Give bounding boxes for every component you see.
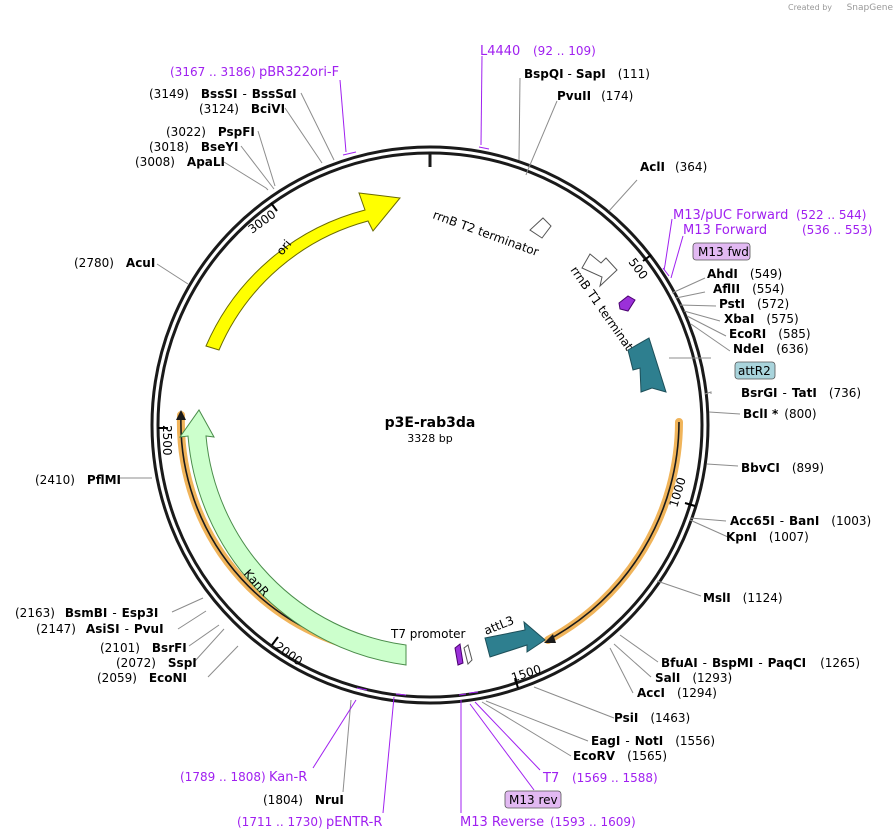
attl3-feature[interactable]: [484, 620, 546, 658]
site-apali[interactable]: (3008)ApaLI: [135, 155, 225, 169]
m13-rev-box-label: M13 rev: [509, 793, 558, 807]
site-xbai[interactable]: XbaI(575): [724, 312, 799, 326]
m13-reverse-name[interactable]: M13 Reverse: [460, 815, 544, 830]
pbr322ori-f-range: (3167 .. 3186): [170, 65, 256, 79]
site-acli[interactable]: AclI(364): [640, 160, 707, 174]
l4440-line: [480, 55, 483, 146]
site-acci[interactable]: AccI(1294): [637, 686, 717, 700]
tick-2000: [271, 636, 279, 646]
site-aflii[interactable]: AflII(554): [713, 282, 784, 296]
site-acc65i-bani[interactable]: Acc65I-BanI(1003): [730, 514, 871, 528]
pentr-r-range: (1711 .. 1730): [237, 815, 323, 829]
right-orf-highlight: [544, 418, 683, 644]
pbr322ori-f-name[interactable]: pBR322ori-F: [259, 65, 339, 80]
plasmid-backbone: [150, 145, 710, 705]
attr2-label: attR2: [738, 364, 771, 378]
leader-bspqi: [518, 77, 521, 161]
rrnb-t2-label: rrnB T2 terminator: [431, 208, 541, 259]
m13-puc-forward-name[interactable]: M13/pUC Forward: [673, 208, 788, 223]
lac-operator-feature[interactable]: [618, 295, 636, 312]
m13-fwd-box-label: M13 fwd: [698, 245, 749, 259]
site-acui[interactable]: (2780)AcuI: [74, 256, 155, 270]
site-psii[interactable]: PsiI(1463): [614, 711, 690, 725]
site-eagi-noti[interactable]: EagI-NotI(1556): [591, 734, 715, 748]
site-pvuii[interactable]: PvuII(174): [557, 89, 633, 103]
site-nrui[interactable]: (1804)NruI: [263, 793, 344, 807]
tick-label-2500: 2500: [160, 425, 174, 456]
rrnb-t1-terminator-feature[interactable]: [581, 253, 618, 288]
ori-feature[interactable]: [205, 192, 401, 351]
site-sspi[interactable]: (2072)SspI: [116, 656, 197, 670]
t7-primer-range: (1569 .. 1588): [572, 771, 658, 785]
l4440-name[interactable]: L4440: [480, 44, 520, 59]
site-msli[interactable]: MslI(1124): [703, 591, 783, 605]
tick-3000: [270, 202, 278, 212]
site-bcivi[interactable]: (3124)BciVI: [199, 102, 285, 116]
kanr-feature[interactable]: [178, 409, 407, 666]
ruler: 500 1000 1500 2000 2500 3000: [158, 202, 696, 689]
site-bsrfi[interactable]: (2101)BsrFI: [100, 641, 187, 655]
right-site-labels: BspQI-SapI(111) PvuII(174) AclI(364) Ahd…: [524, 67, 871, 763]
pentr-r-line: [382, 696, 395, 814]
t7-line: [474, 701, 541, 771]
primer-lines: [312, 55, 684, 814]
site-econi[interactable]: (2059)EcoNI: [97, 671, 187, 685]
site-pflmi[interactable]: (2410)PflMI: [35, 473, 121, 487]
tick-1000: [684, 502, 696, 507]
m13-forward-range: (536 .. 553): [802, 223, 872, 237]
kan-r-range: (1789 .. 1808): [180, 770, 266, 784]
site-pspfi[interactable]: (3022)PspFI: [166, 125, 255, 139]
rrnb-t2-terminator-feature[interactable]: [529, 217, 552, 239]
l4440-range: (92 .. 109): [533, 44, 596, 58]
kanr-orf-arrowhead: [176, 410, 186, 420]
m13-puc-forward-range: (522 .. 544): [796, 208, 866, 222]
site-ecorv[interactable]: EcoRV(1565): [573, 749, 667, 763]
site-bsrgi-tati[interactable]: BsrGI-TatI(736): [741, 386, 861, 400]
pbr322ori-f-line: [339, 79, 347, 153]
site-bsmbi-esp3i[interactable]: (2163)BsmBI-Esp3I: [15, 606, 158, 620]
site-sali[interactable]: SalI(1293): [655, 671, 732, 685]
m13-rev-line: [469, 703, 535, 791]
m13-fwd-box[interactable]: [692, 242, 751, 261]
primer-labels: (3167 .. 3186) pBR322ori-F L4440 (92 .. …: [170, 44, 872, 830]
left-site-labels: (1804)NruI (2059)EcoNI (2072)SspI (2101)…: [15, 87, 344, 807]
attr2-feature[interactable]: [627, 337, 667, 393]
m13-reverse-range: (1593 .. 1609): [550, 815, 636, 829]
site-bspqi-sapi[interactable]: BspQI-SapI(111): [524, 67, 650, 81]
site-ahdi[interactable]: AhdI(549): [707, 267, 782, 281]
site-bsssi[interactable]: (3149)BssSI-BssSαI: [149, 87, 297, 101]
attr2-box[interactable]: [734, 361, 776, 380]
right-orf-line: [547, 421, 680, 641]
plasmid-length: 3328 bp: [407, 432, 452, 445]
lac-promoter-feature[interactable]: [463, 644, 473, 665]
watermark-created-by: Created by: [788, 3, 832, 12]
site-ecori[interactable]: EcoRI(585): [729, 327, 811, 341]
m13-rev-box[interactable]: [504, 790, 562, 809]
site-bcli[interactable]: BclI *(800): [743, 407, 817, 421]
m13-forward-name[interactable]: M13 Forward: [683, 223, 767, 238]
site-ndei[interactable]: NdeI(636): [733, 342, 809, 356]
site-bbvci[interactable]: BbvCI(899): [741, 461, 824, 475]
plasmid-name: p3E-rab3da: [385, 415, 476, 431]
t7-primer-name[interactable]: T7: [542, 771, 559, 786]
site-leader-lines: [120, 77, 741, 793]
site-kpni[interactable]: KpnI(1007): [726, 530, 809, 544]
site-asisi-pvui[interactable]: (2147)AsiSI-PvuI: [36, 622, 164, 636]
pentr-r-name[interactable]: pENTR-R: [326, 815, 382, 830]
kan-r-line: [312, 699, 357, 769]
t7-promoter-label: T7 promoter: [390, 627, 466, 641]
snapgene-logo: SnapGene: [847, 3, 894, 13]
kan-r-name[interactable]: Kan-R: [269, 770, 307, 785]
site-bseyi[interactable]: (3018)BseYI: [149, 140, 239, 154]
t7-promoter-feature[interactable]: [454, 643, 464, 666]
site-bfuai-bspmi-paqci[interactable]: BfuAI-BspMI-PaqCI(1265): [661, 656, 860, 670]
site-psti[interactable]: PstI(572): [719, 297, 789, 311]
tick-500: [642, 254, 652, 262]
right-orf-arrowhead: [544, 634, 556, 643]
tick-1500: [514, 677, 519, 689]
